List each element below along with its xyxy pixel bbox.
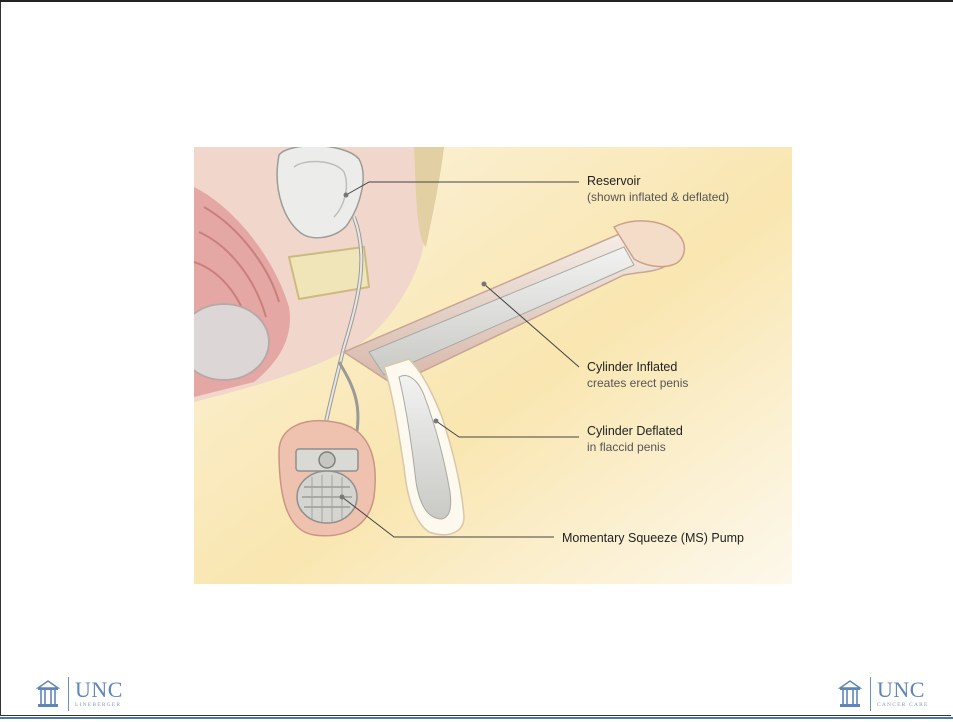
- unc-cancer-care-logo: UNC CANCER CARE: [838, 676, 929, 712]
- old-well-icon: [36, 679, 60, 709]
- reservoir-subtitle: (shown inflated & deflated): [587, 189, 729, 205]
- reservoir-title: Reservoir: [587, 173, 729, 189]
- implant-diagram: Reservoir (shown inflated & deflated) Cy…: [194, 147, 792, 584]
- logo-tag: CANCER CARE: [877, 703, 929, 709]
- pump-valve-button: [319, 452, 335, 468]
- old-well-icon: [838, 679, 862, 709]
- pump-title: Momentary Squeeze (MS) Pump: [562, 530, 744, 546]
- cylinder-inflated-title: Cylinder Inflated: [587, 359, 688, 375]
- reservoir-marker: [344, 193, 349, 198]
- logo-divider: [68, 677, 69, 711]
- logo-divider: [870, 677, 871, 711]
- reservoir-label: Reservoir (shown inflated & deflated): [587, 173, 729, 205]
- pump-marker: [340, 495, 345, 500]
- cylinder-inflated-subtitle: creates erect penis: [587, 375, 688, 391]
- pump-bulb: [297, 471, 357, 523]
- logo-name: UNC: [75, 679, 123, 701]
- logo-tag: LINEBERGER: [75, 703, 123, 709]
- inflated-marker: [482, 282, 487, 287]
- logo-name: UNC: [877, 679, 929, 701]
- cylinder-deflated-title: Cylinder Deflated: [587, 423, 683, 439]
- slide-top-border: [0, 0, 953, 2]
- cylinder-deflated-label: Cylinder Deflated in flaccid penis: [587, 423, 683, 455]
- cylinder-deflated-subtitle: in flaccid penis: [587, 439, 683, 455]
- cylinder-inflated-label: Cylinder Inflated creates erect penis: [587, 359, 688, 391]
- deflated-marker: [434, 419, 439, 424]
- unc-lineberger-logo: UNC LINEBERGER: [36, 676, 123, 712]
- footer-rule: [0, 717, 953, 719]
- implant-illustration: [194, 147, 792, 584]
- pump-label: Momentary Squeeze (MS) Pump: [562, 530, 744, 546]
